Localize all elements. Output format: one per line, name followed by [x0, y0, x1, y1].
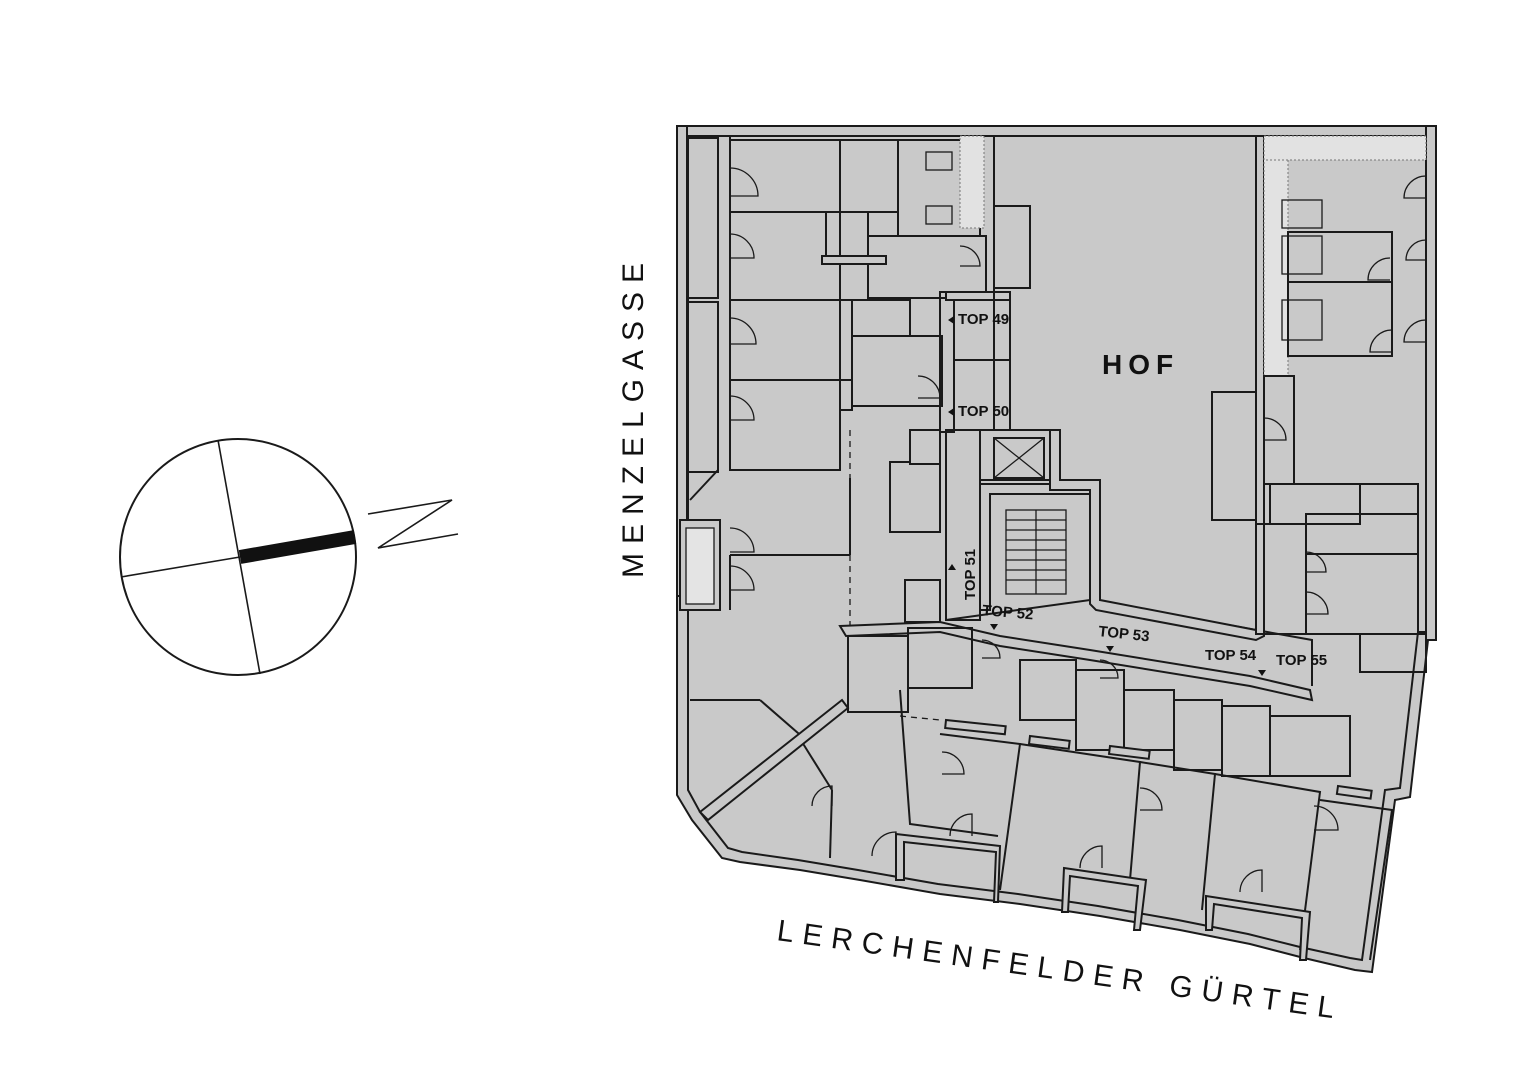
unit-label-49: TOP 49 [958, 311, 1009, 328]
highlighted-unit-rooms [690, 429, 941, 859]
exterior-walls [676, 125, 1437, 974]
unit-markers [948, 316, 1266, 676]
north-arrow-icon [367, 499, 459, 549]
unit-labels: TOP 49 TOP 50 TOP 51 TOP 52 TOP 53 TOP 5… [958, 311, 1327, 669]
compass [119, 438, 459, 676]
unit-label-50: TOP 50 [958, 403, 1009, 420]
east-wing [1255, 135, 1427, 673]
unit-label-52: TOP 52 [982, 602, 1034, 623]
courtyard-walls [993, 135, 1265, 642]
north-wing [729, 135, 1031, 471]
south-wing [847, 627, 1394, 961]
door-swings [729, 167, 1427, 893]
core [945, 429, 1101, 621]
unit-label-55: TOP 55 [1276, 652, 1327, 669]
stair-treads [1006, 510, 1066, 594]
street-label-west: MENZELGASSE [617, 254, 650, 578]
unit-label-51: TOP 51 [962, 549, 979, 600]
unit-label-53: TOP 53 [1098, 623, 1151, 645]
courtyard-label: HOF [1102, 349, 1179, 380]
unit-label-54: TOP 54 [1205, 647, 1257, 664]
